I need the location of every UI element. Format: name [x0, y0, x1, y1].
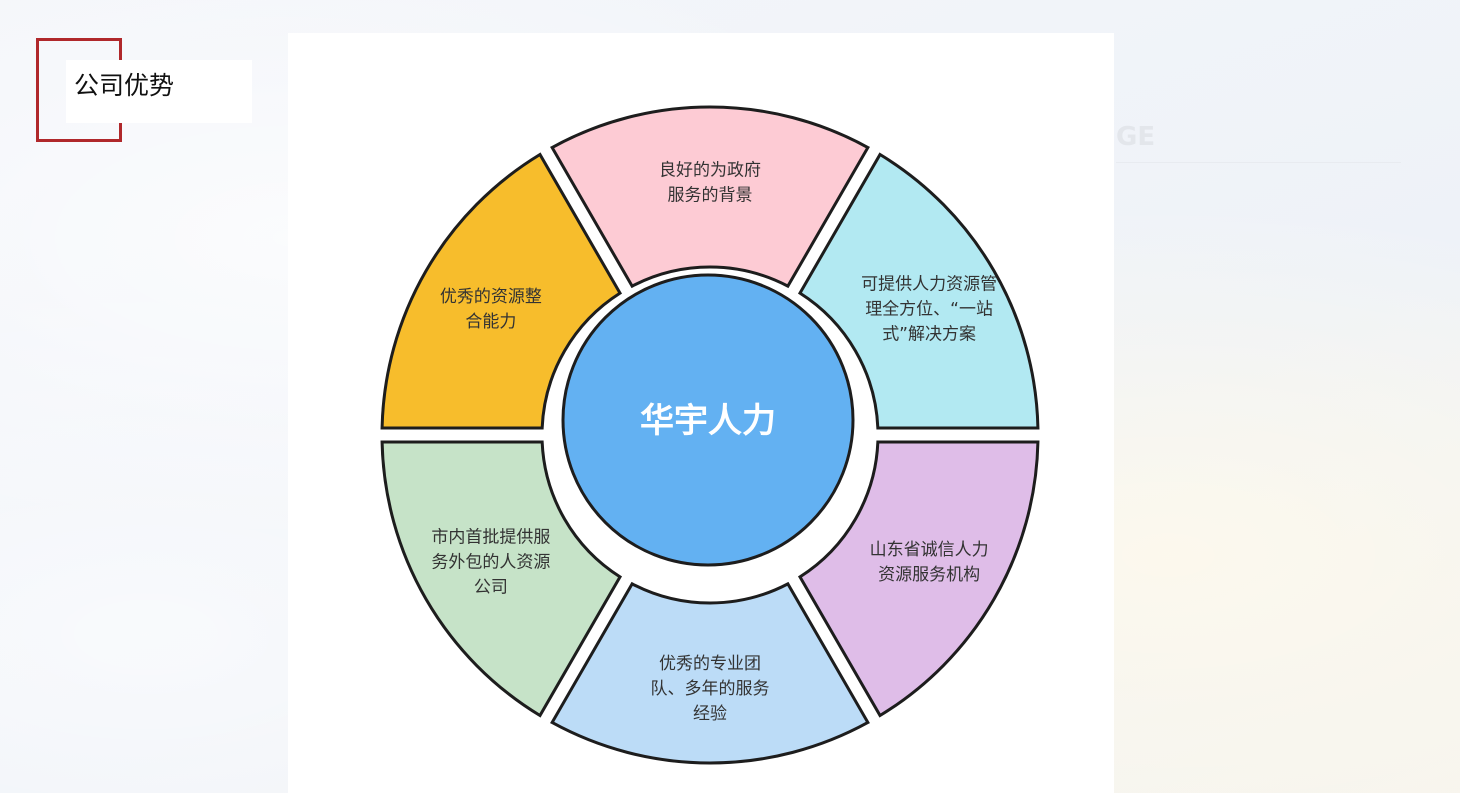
segment-4: [380, 440, 623, 718]
segment-label: 优秀的专业团: [659, 654, 761, 674]
segment-label: 经验: [693, 704, 727, 724]
segment-0: [550, 105, 870, 289]
segment-5: [380, 152, 623, 430]
segment-3: [550, 581, 870, 765]
segment-label: 良好的为政府: [659, 161, 761, 181]
slide-title: 公司优势: [74, 72, 175, 100]
segment-label: 公司: [474, 578, 508, 598]
segment-label: 可提供人力资源管: [861, 275, 997, 295]
segment-label: 市内首批提供服: [431, 528, 550, 548]
ghost-divider: [1116, 162, 1401, 163]
segment-2: [797, 440, 1040, 718]
segment-label: 优秀的资源整: [440, 287, 542, 307]
segment-label: 资源服务机构: [878, 565, 980, 585]
segment-label: 理全方位、“一站: [865, 300, 993, 320]
segment-label: 服务的背景: [668, 186, 753, 206]
segment-1: [797, 152, 1040, 430]
center-circle: [561, 273, 855, 567]
segment-label: 务外包的人资源: [431, 553, 550, 573]
segment-label: 合能力: [465, 312, 516, 332]
segment-label: 山东省诚信人力: [870, 540, 989, 560]
ghost-heading: GE: [1116, 122, 1156, 152]
center-label: 华宇人力: [640, 401, 776, 441]
title-box: [66, 60, 252, 123]
segment-label: 式”解决方案: [882, 325, 976, 345]
segment-label: 队、多年的服务: [651, 679, 770, 699]
